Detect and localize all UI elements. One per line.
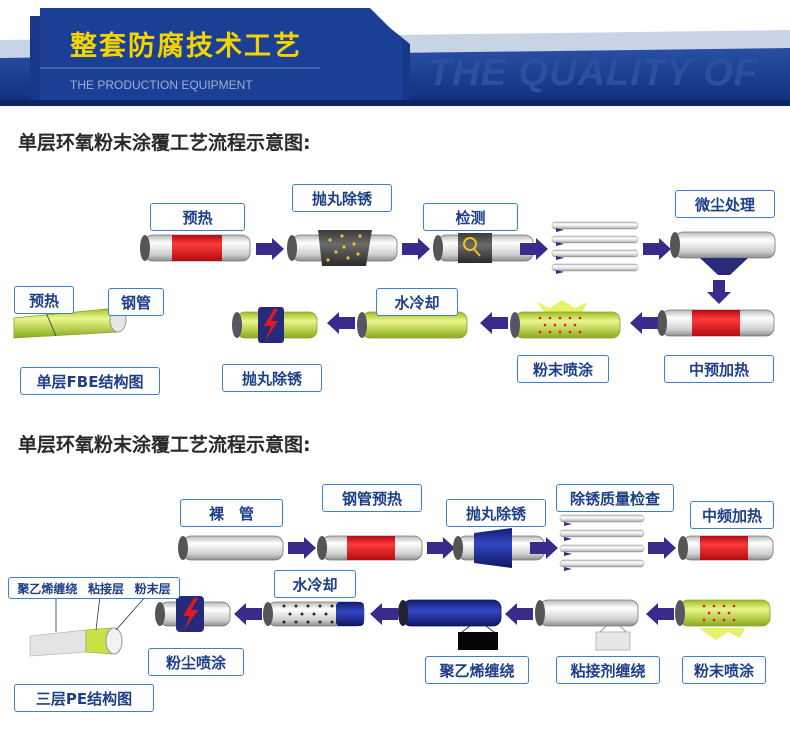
pipe-pe-wrap	[398, 599, 502, 650]
banner-subtitle: THE PRODUCTION EQUIPMENT	[70, 78, 253, 92]
pe-structure-title: 三层PE结构图	[14, 684, 154, 712]
step-bare-pipe: 裸 管	[180, 499, 283, 527]
step-water-cooling-2: 水冷却	[274, 570, 356, 598]
pipe-dust-spray	[155, 596, 231, 632]
flow-arrow-left	[234, 603, 262, 625]
step-powder-spray-2: 粉末喷涂	[682, 656, 766, 684]
pe-structure-graphic	[29, 595, 147, 657]
pipe-adhesive-wrap	[535, 599, 639, 651]
banner-title: 整套防腐技术工艺	[70, 31, 302, 62]
flow-arrow-left	[505, 603, 533, 625]
pipe-inspection	[433, 233, 534, 263]
step-mid-preheat: 中预加热	[664, 355, 774, 383]
step-dust-spray: 粉尘喷涂	[148, 648, 244, 676]
pipe-powder-spray	[510, 300, 621, 339]
flow-arrow	[643, 238, 671, 260]
flow-arrow-down	[707, 280, 731, 304]
pe-label-pe-wrap: 聚乙烯缠绕	[17, 581, 78, 596]
flow-arrow-left	[646, 603, 674, 625]
pipe-shot-blasting	[287, 230, 398, 266]
flow-arrow	[427, 537, 455, 559]
banner-ghost-text: THE QUALITY OF	[428, 52, 758, 94]
pe-label-powder: 粉末层	[134, 581, 171, 596]
pe-label-adhesive: 粘接层	[87, 581, 124, 596]
flow-arrow-left	[327, 312, 355, 334]
step-shot-blasting-2: 抛丸除锈	[446, 499, 546, 527]
step-steel-preheat: 钢管预热	[322, 484, 422, 512]
step-mf-heating: 中频加热	[690, 501, 774, 529]
step-pe-wrap: 聚乙烯缠绕	[425, 656, 529, 684]
fbe-structure-title: 单层FBE结构图	[20, 367, 160, 395]
step-preheat: 预热	[150, 203, 245, 231]
pipe-steel-preheat	[317, 535, 423, 561]
header-banner: 整套防腐技术工艺 THE PRODUCTION EQUIPMENT THE QU…	[0, 0, 790, 106]
flow-arrow	[288, 537, 316, 559]
step-inspection: 检测	[423, 203, 518, 231]
step-powder-spray: 粉末喷涂	[517, 355, 609, 383]
banner-background	[0, 0, 790, 106]
flow-arrow	[530, 537, 558, 559]
section1-heading: 单层环氧粉末涂覆工艺流程示意图:	[18, 132, 311, 154]
pipe-mf-heating	[678, 535, 774, 561]
fbe-label-steel-pipe: 钢管	[108, 288, 164, 316]
pipe-rack	[551, 221, 639, 274]
pipe-mid-preheat	[657, 309, 775, 337]
step-dust-treatment: 微尘处理	[675, 190, 775, 218]
step-water-cooling: 水冷却	[376, 288, 458, 316]
flow-arrow-left	[630, 312, 658, 334]
step-shot-blasting: 抛丸除锈	[292, 184, 392, 212]
flow-arrow	[648, 537, 676, 559]
pipe-water-cooling-2	[263, 601, 365, 627]
section2-heading: 单层环氧粉末涂覆工艺流程示意图:	[18, 434, 311, 456]
pipe-shot-blasting-2	[453, 528, 545, 568]
pipe-shot-blasting-final	[232, 307, 318, 343]
pipe-dust-treatment	[670, 231, 776, 275]
pipe-preheat	[140, 234, 251, 262]
pe-structure-labels: 聚乙烯缠绕 粘接层 粉末层	[8, 577, 180, 599]
flow-arrow-left	[370, 603, 398, 625]
pipe-bare	[178, 535, 284, 561]
step-adhesive-wrap: 粘接剂缠绕	[556, 656, 660, 684]
pipe-rack-2	[559, 514, 645, 571]
flow-arrow-left	[480, 312, 508, 334]
step-shot-blasting-final: 抛丸除锈	[222, 364, 322, 392]
flow-arrow	[256, 238, 284, 260]
pipe-powder-spray-2	[675, 599, 771, 640]
step-rust-inspection: 除锈质量检查	[556, 484, 674, 512]
flow-arrow	[402, 238, 430, 260]
flow-arrow	[520, 238, 548, 260]
fbe-label-preheat: 预热	[14, 286, 74, 314]
